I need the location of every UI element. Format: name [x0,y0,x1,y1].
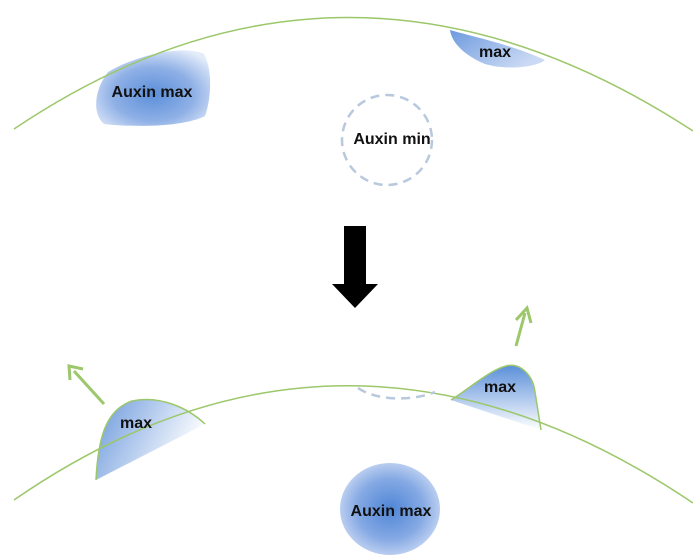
primordium-outline-right [450,364,542,431]
primordium-outline-left [95,398,206,481]
auxin-max-region-right [450,30,545,68]
arrow-up-icon [67,364,106,406]
arrow-up-icon [514,304,533,347]
primordium-bump-left [96,399,205,480]
label-auxin-min: Auxin min [353,131,430,148]
primordium-bump-right [451,365,541,430]
auxin-max-region-left [96,50,211,126]
label-auxin-max-top-left: Auxin max [112,84,193,101]
tissue-surface-curve-top [13,16,693,132]
bottom-panel: max max Auxin max [13,304,693,555]
auxin-max-circle [340,463,440,555]
top-panel: Auxin max max Auxin min [13,16,693,187]
tissue-surface-curve-bottom [13,385,693,504]
label-max-bottom-left: max [120,415,152,432]
down-arrow-icon [332,226,378,308]
label-max-top-right: max [479,44,511,61]
label-auxin-max-bottom-center: Auxin max [351,503,432,520]
label-max-bottom-right: max [484,379,516,396]
auxin-min-circle [340,93,434,187]
auxin-min-remnant [357,386,436,400]
